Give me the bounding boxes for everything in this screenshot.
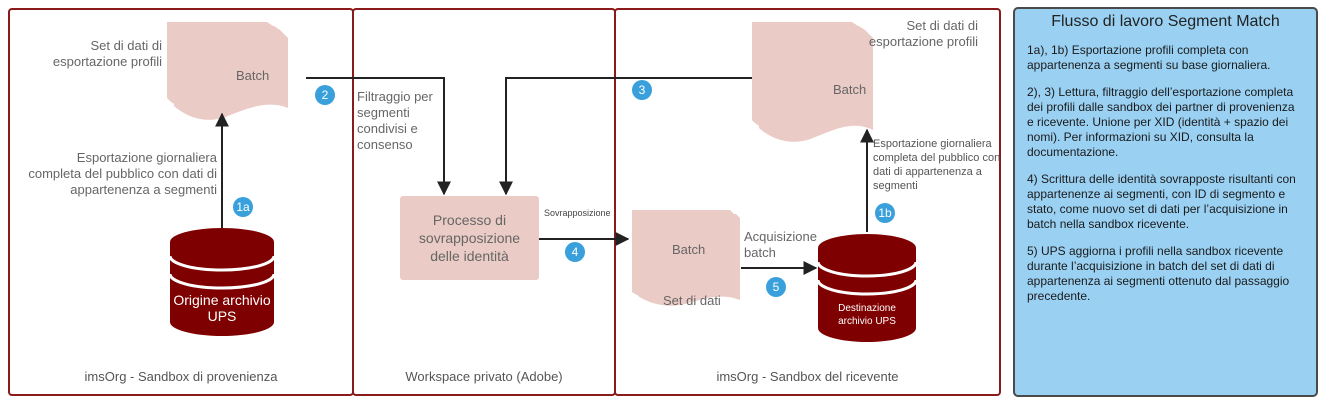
arrow-3: [499, 77, 752, 196]
destination-dataset-label: Set di dati di esportazione profili: [868, 18, 978, 49]
workflow-step: 2), 3) Lettura, filtraggio dell’esportaz…: [1027, 85, 1295, 159]
workflow-step: 4) Scrittura delle identità sovrapposte …: [1027, 172, 1296, 231]
source-batch-shape: [167, 22, 288, 120]
step-badge-3: 3: [632, 80, 652, 100]
identity-overlap-process: Processo di sovrapposizione delle identi…: [400, 196, 539, 280]
lane-label: imsOrg - Sandbox del ricevente: [716, 369, 899, 384]
dataset-batch-shape: [632, 210, 740, 306]
ingest-label: Acquisizione batch: [744, 229, 817, 260]
source-database-label: Origine archivio UPS: [173, 292, 271, 324]
lane-private-workspace: Workspace privato (Adobe): [352, 8, 616, 396]
lane-label: imsOrg - Sandbox di provenienza: [84, 369, 278, 384]
arrow-2: [306, 77, 451, 196]
step-badge-4: 4: [565, 242, 585, 262]
source-export-label: Esportazione giornaliera completa del pu…: [28, 150, 217, 197]
source-batch-label: Batch: [236, 68, 270, 83]
destination-batch-shape: [752, 22, 873, 142]
destination-database-label: Destinazione archivio UPS: [838, 303, 896, 327]
workflow-panel-title: Flusso di lavoro Segment Match: [1051, 13, 1280, 30]
source-dataset-label: Set di dati di esportazione profili: [52, 38, 162, 69]
workflow-step: 1a), 1b) Esportazione profili completa c…: [1027, 43, 1271, 72]
dataset-caption: Set di dati: [663, 293, 721, 308]
filter-label: Filtraggio per segmenti condivisi e cons…: [357, 89, 433, 152]
source-database-shape: [168, 228, 276, 336]
destination-database-shape: [816, 234, 918, 342]
process-label: Processo di sovrapposizione delle identi…: [418, 212, 521, 264]
step-badge-1a: 1a: [233, 197, 253, 217]
lane-label: Workspace privato (Adobe): [405, 369, 563, 384]
workflow-panel: Flusso di lavoro Segment Match 1a), 1b) …: [1013, 7, 1318, 397]
step-badge-2: 2: [315, 85, 335, 105]
dataset-batch-label: Batch: [672, 242, 706, 257]
workflow-step: 5) UPS aggiorna i profili nella sandbox …: [1027, 244, 1290, 303]
destination-batch-label: Batch: [833, 82, 867, 97]
overlap-label: Sovrapposizione: [544, 208, 611, 218]
destination-export-label: Esportazione giornaliera completa del pu…: [873, 138, 1001, 192]
step-badge-5: 5: [766, 277, 786, 297]
step-badge-1b: 1b: [875, 203, 895, 223]
